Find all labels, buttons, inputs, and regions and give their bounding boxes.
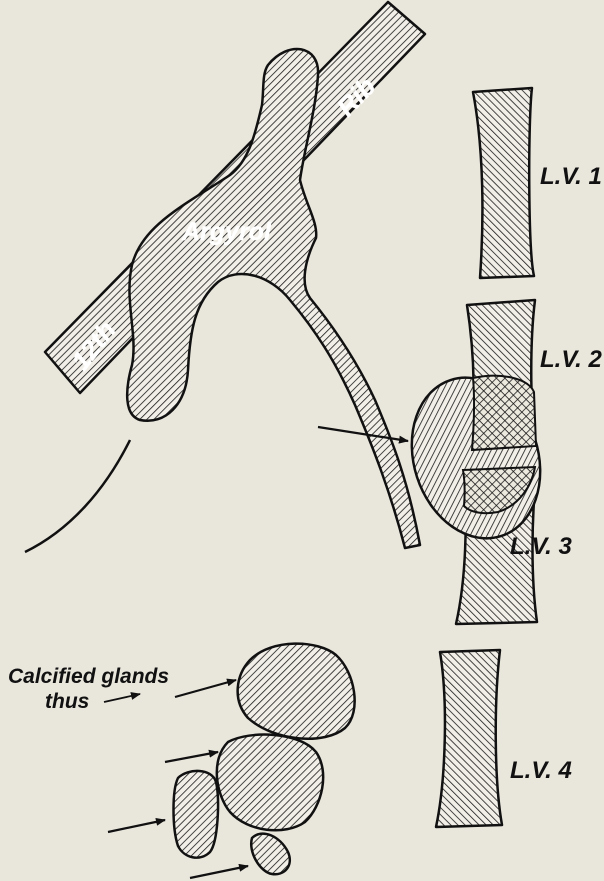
label-lv1: L.V. 1 [540,163,602,190]
label-thus: thus [45,690,89,713]
arrow-gland-3 [108,820,165,832]
arrow-gland-1 [175,680,236,697]
arrow-to-shadow [318,427,408,441]
overlap-upper [472,376,536,450]
curved-line [25,440,130,552]
calcified-gland-4 [251,834,290,875]
arrow-gland-4 [190,866,248,878]
calcified-gland-1 [238,644,355,739]
vertebra-lv4 [436,650,502,827]
label-lv4: L.V. 4 [510,757,572,784]
label-argyrol: Argyrol [181,218,272,246]
calcified-gland-2 [217,735,323,831]
arrow-gland-2 [165,752,218,762]
label-calcified-glands: Calcified glands [8,665,169,688]
arrow-thus [104,694,140,702]
label-lv3: L.V. 3 [510,533,572,560]
calcified-gland-3 [174,771,219,858]
vertebra-lv1 [473,88,534,278]
argyrol-shape [127,49,420,548]
label-lv2: L.V. 2 [540,346,602,373]
